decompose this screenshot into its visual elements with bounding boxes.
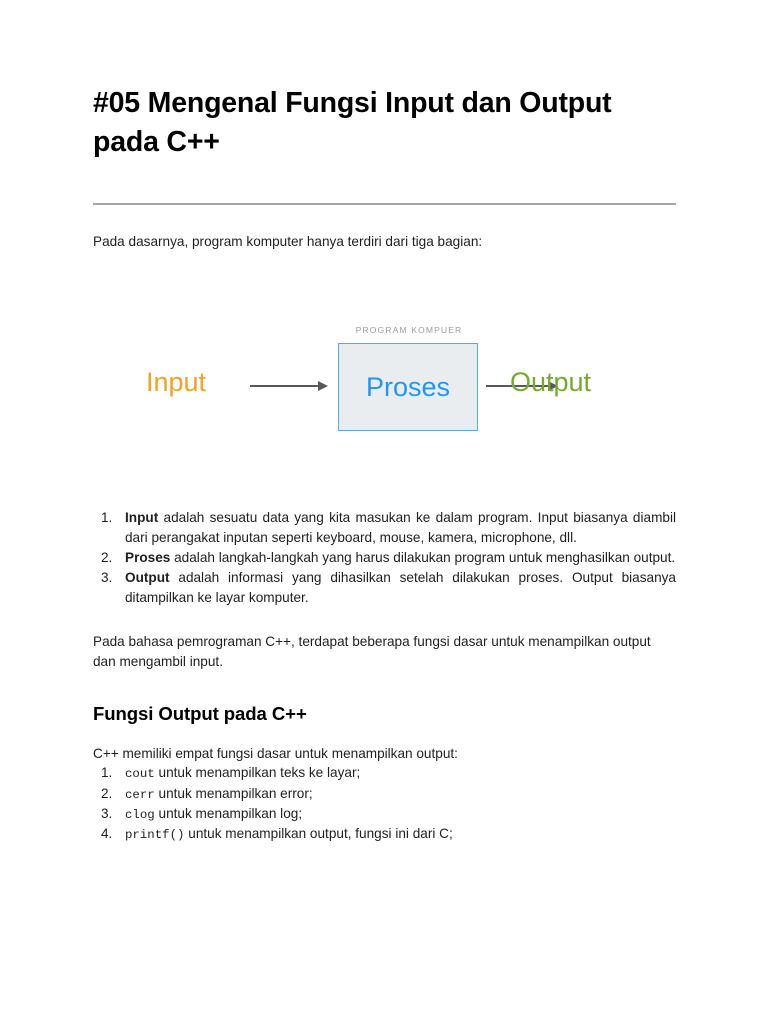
list-marker: 3. bbox=[101, 570, 113, 586]
list-marker: 1. bbox=[101, 765, 113, 781]
list-marker: 2. bbox=[101, 550, 113, 566]
diagram-caption-label: PROGRAM KOMPUER bbox=[355, 325, 463, 336]
list-item: 1. cout untuk menampilkan teks ke layar; bbox=[93, 763, 676, 783]
arrow-line bbox=[250, 385, 319, 388]
section-paragraph: C++ memiliki empat fungsi dasar untuk me… bbox=[93, 745, 458, 761]
list-marker: 2. bbox=[101, 785, 113, 801]
arrow-head bbox=[318, 381, 328, 392]
section-heading: Fungsi Output pada C++ bbox=[93, 702, 307, 724]
diagram-output-label: Output bbox=[510, 367, 592, 398]
list-marker: 4. bbox=[101, 826, 113, 842]
definitions-list: 1. Input adalah sesuatu data yang kita ma… bbox=[93, 508, 676, 608]
arrow-line bbox=[486, 385, 549, 388]
arrow-head bbox=[548, 381, 558, 392]
function-code: printf() bbox=[125, 828, 185, 843]
function-code: clog bbox=[125, 807, 155, 822]
arrow-process-to-output-icon bbox=[486, 381, 558, 392]
function-code: cerr bbox=[125, 787, 155, 802]
list-item: 2. cerr untuk menampilkan error; bbox=[93, 784, 676, 804]
list-item: 3. Output adalah informasi yang dihasilka… bbox=[93, 568, 676, 608]
list-item: 4. printf() untuk menampilkan output, fun… bbox=[93, 824, 676, 844]
program-flow-figure: PROGRAM KOMPUER Input Proses Output bbox=[93, 273, 676, 508]
definition-term: Proses bbox=[125, 550, 171, 566]
intro-paragraph: Pada dasarnya, program komputer hanya te… bbox=[93, 233, 483, 249]
definition-term: Output bbox=[125, 570, 170, 586]
diagram-input-label: Input bbox=[146, 367, 207, 398]
function-text: untuk menampilkan error; bbox=[154, 785, 313, 801]
definition-text: adalah informasi yang dihasilkan setelah… bbox=[125, 570, 676, 606]
definition-text: adalah langkah-langkah yang harus dilaku… bbox=[170, 550, 676, 566]
mid-paragraph: Pada bahasa pemrograman C++, terdapat be… bbox=[93, 634, 651, 669]
definition-text: adalah sesuatu data yang kita masukan ke… bbox=[125, 510, 676, 546]
page-title: #05 Mengenal Fungsi Input dan Output pad… bbox=[93, 87, 612, 159]
list-marker: 3. bbox=[101, 805, 113, 821]
diagram-process-label: Proses bbox=[365, 371, 451, 402]
function-text: untuk menampilkan log; bbox=[154, 805, 303, 821]
function-text: untuk menampilkan output, fungsi ini dar… bbox=[184, 826, 453, 842]
list-item: 3. clog untuk menampilkan log; bbox=[93, 804, 676, 824]
arrow-input-to-process-icon bbox=[250, 381, 328, 392]
list-item: 1. Input adalah sesuatu data yang kita ma… bbox=[93, 508, 676, 548]
definition-term: Input bbox=[125, 510, 159, 526]
list-marker: 1. bbox=[101, 510, 113, 526]
output-functions-list: 1.cout untuk menampilkan teks ke layar; … bbox=[93, 763, 676, 844]
document-content: #05 Mengenal Fungsi Input dan Output pad… bbox=[93, 84, 676, 844]
function-text: untuk menampilkan teks ke layar; bbox=[154, 765, 361, 781]
list-item: 2. Proses adalah langkah-langkah yang har… bbox=[93, 548, 676, 568]
title-divider bbox=[93, 202, 676, 205]
input-process-output-diagram: PROGRAM KOMPUER Input Proses Output bbox=[138, 325, 638, 465]
function-code: cout bbox=[125, 767, 155, 782]
diagram-process-box: Proses bbox=[338, 343, 478, 432]
